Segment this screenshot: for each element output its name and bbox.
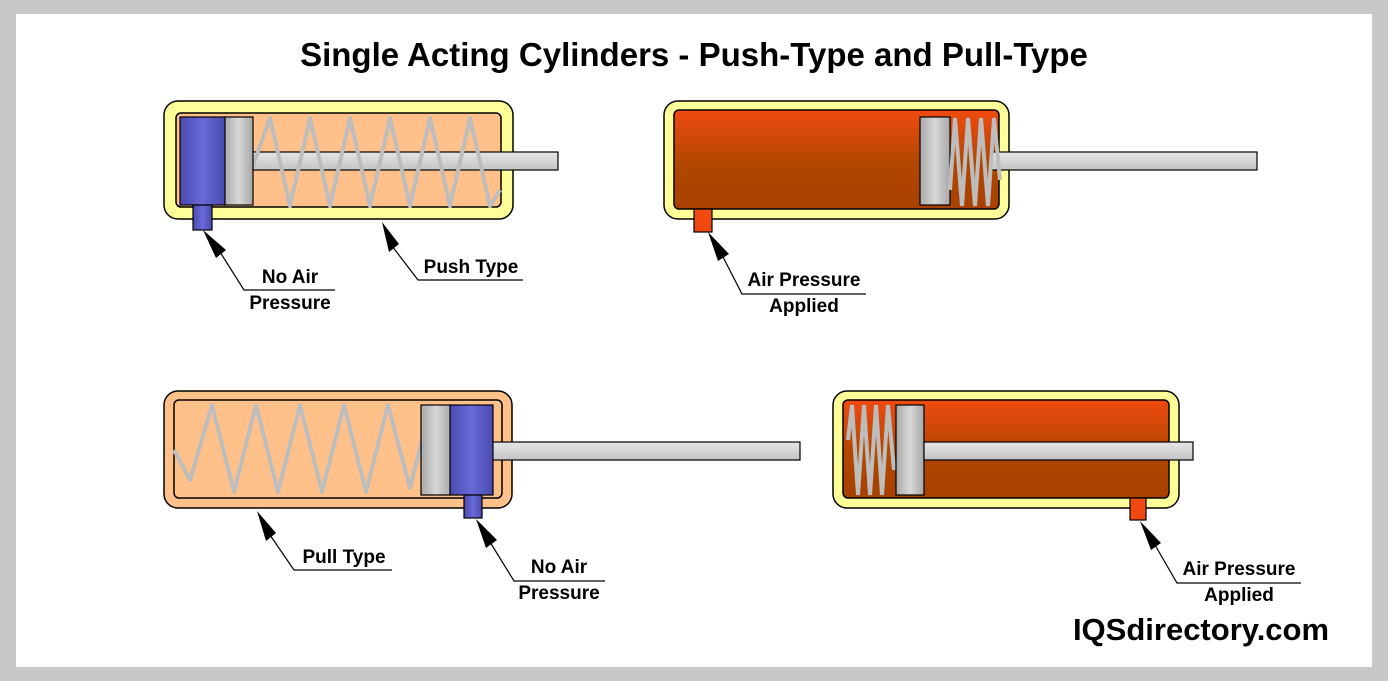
callout-line-1: Pull Type — [302, 547, 386, 568]
callout-line-1: Air Pressure — [1182, 559, 1296, 580]
callout-line-2: Pressure — [518, 583, 600, 604]
callout-line-1: No Air — [261, 267, 319, 288]
leader-pull-air — [1154, 544, 1301, 584]
air-port — [693, 208, 713, 233]
callout-line-2: Applied — [769, 296, 839, 317]
arrowhead — [708, 232, 729, 261]
arrowhead — [257, 511, 276, 541]
spring — [250, 116, 502, 208]
callout-push-no-air: No Air Pressure — [230, 265, 350, 317]
leader-push-type — [391, 245, 523, 281]
callout-pull-air-applied: Air Pressure Applied — [1173, 557, 1305, 609]
diagram-title: Single Acting Cylinders - Push-Type and … — [300, 36, 1088, 73]
callout-arrowheads — [203, 222, 1161, 550]
piston-gray — [895, 404, 925, 496]
pull-cylinder-no-air — [163, 390, 801, 519]
arrowhead — [476, 519, 497, 548]
callout-line-2: Applied — [1204, 585, 1274, 606]
callout-line-1: No Air — [530, 557, 588, 578]
leader-push-air — [721, 254, 866, 295]
piston-rod — [989, 151, 1258, 171]
piston-rod — [491, 441, 801, 461]
compressed-spring — [846, 404, 896, 496]
arrowhead — [1140, 521, 1161, 550]
push-cylinder-no-air — [163, 100, 559, 231]
push-cylinder-air-applied — [663, 100, 1258, 233]
piston-blue — [179, 116, 226, 206]
arrowhead — [382, 222, 399, 252]
piston-gray — [919, 116, 951, 206]
leader-push-no-air — [219, 251, 335, 291]
callout-line-1: Air Pressure — [747, 270, 861, 291]
arrowhead — [203, 230, 226, 258]
piston-blue — [449, 404, 494, 496]
piston-rod — [923, 441, 1194, 461]
spring — [172, 403, 424, 494]
leader-pull-no-air — [489, 541, 605, 582]
callout-line-2: Pressure — [249, 293, 331, 314]
air-port — [1129, 497, 1147, 521]
leader-pull-type — [269, 534, 392, 571]
air-port — [463, 494, 483, 519]
piston-gray — [420, 404, 452, 496]
callout-push-type: Push Type — [416, 255, 526, 281]
callout-pull-no-air: No Air Pressure — [500, 555, 618, 607]
piston-gray — [223, 116, 254, 206]
callout-line-1: Push Type — [423, 257, 519, 278]
callout-lines — [219, 245, 1301, 584]
pull-cylinder-air-applied — [832, 390, 1194, 521]
callout-push-air-applied: Air Pressure Applied — [738, 268, 870, 320]
air-port — [192, 204, 213, 231]
callout-pull-type: Pull Type — [292, 545, 396, 571]
compressed-spring — [948, 117, 1002, 207]
brand-logo-text: IQSdirectory.com — [1072, 612, 1330, 647]
